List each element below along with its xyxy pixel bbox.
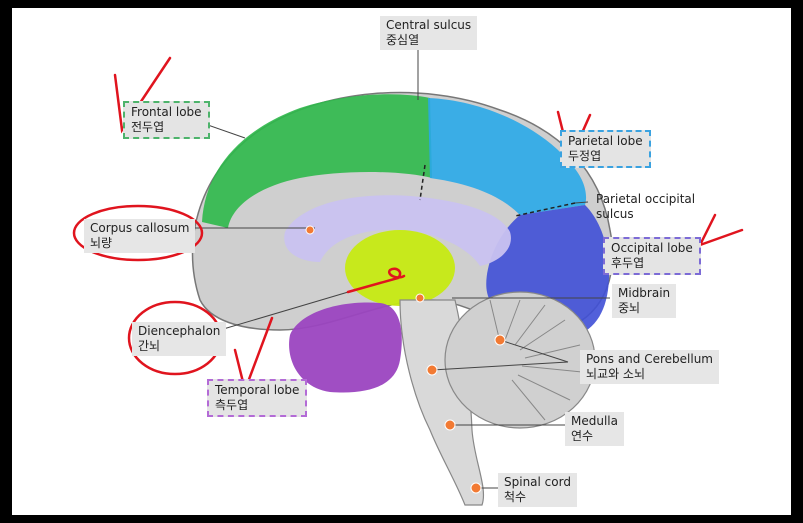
label-corpus-callosum-en: Corpus callosum xyxy=(90,221,190,235)
label-occipital-lobe-en: Occipital lobe xyxy=(611,241,693,255)
diencephalon-region xyxy=(345,230,455,306)
label-parietal-occipital-sulcus-line1: Parietal occipital xyxy=(596,192,696,206)
label-parietal-occipital-sulcus-line2: sulcus xyxy=(596,207,634,221)
temporal-lobe-region xyxy=(289,302,402,393)
scribble-diencephalon xyxy=(346,267,406,294)
checkmark-frontal xyxy=(113,56,172,134)
label-frontal-lobe-en: Frontal lobe xyxy=(131,105,202,119)
central-sulcus-line xyxy=(419,164,426,201)
label-medulla: Medulla 연수 xyxy=(565,412,624,446)
label-occipital-lobe: Occipital lobe 후두엽 xyxy=(603,237,701,275)
label-corpus-callosum-ko: 뇌량 xyxy=(90,236,113,250)
label-midbrain-ko: 중뇌 xyxy=(618,301,641,315)
label-spinal-cord-ko: 척수 xyxy=(504,490,527,504)
checkmark-occipital xyxy=(698,213,744,247)
circle-corpus-callosum xyxy=(72,204,204,262)
label-parietal-lobe-en: Parietal lobe xyxy=(568,134,643,148)
label-medulla-en: Medulla xyxy=(571,414,618,428)
label-spinal-cord-en: Spinal cord xyxy=(504,475,571,489)
label-pons-cerebellum-en: Pons and Cerebellum xyxy=(586,352,713,366)
label-medulla-ko: 연수 xyxy=(571,429,594,443)
label-frontal-lobe: Frontal lobe 전두엽 xyxy=(123,101,210,139)
label-parietal-lobe: Parietal lobe 두정엽 xyxy=(560,130,651,168)
label-temporal-lobe: Temporal lobe 측두엽 xyxy=(207,379,308,417)
label-occipital-lobe-ko: 후두엽 xyxy=(611,256,645,270)
label-corpus-callosum: Corpus callosum 뇌량 xyxy=(84,219,196,253)
label-spinal-cord: Spinal cord 척수 xyxy=(498,473,577,507)
label-temporal-lobe-ko: 측두엽 xyxy=(215,398,249,412)
label-diencephalon-en: Diencephalon xyxy=(138,324,221,338)
label-temporal-lobe-en: Temporal lobe xyxy=(215,383,300,397)
parietal-lobe-region xyxy=(428,98,587,215)
corpus-callosum-region xyxy=(284,195,511,266)
label-midbrain: Midbrain 중뇌 xyxy=(612,284,677,318)
label-central-sulcus: Central sulcus 중심열 xyxy=(380,16,478,50)
label-frontal-lobe-ko: 전두엽 xyxy=(131,120,165,134)
label-pons-cerebellum-ko: 뇌교와 소뇌 xyxy=(586,367,646,381)
label-midbrain-en: Midbrain xyxy=(618,286,671,300)
cerebellum-region xyxy=(444,291,596,429)
label-diencephalon: Diencephalon 간뇌 xyxy=(132,322,227,356)
label-parietal-lobe-ko: 두정엽 xyxy=(568,149,602,163)
label-diencephalon-ko: 간뇌 xyxy=(138,339,161,353)
cerebellum-folia xyxy=(489,299,583,421)
leader-lines xyxy=(188,48,610,489)
parietal-occipital-line xyxy=(514,202,576,217)
label-central-sulcus-ko: 중심열 xyxy=(386,33,420,47)
label-parietal-occipital-sulcus: Parietal occipital sulcus xyxy=(590,190,701,224)
marker-dots xyxy=(305,225,506,494)
label-pons-cerebellum: Pons and Cerebellum 뇌교와 소뇌 xyxy=(580,350,719,384)
label-central-sulcus-en: Central sulcus xyxy=(386,18,472,32)
frontal-lobe-region xyxy=(202,94,432,228)
